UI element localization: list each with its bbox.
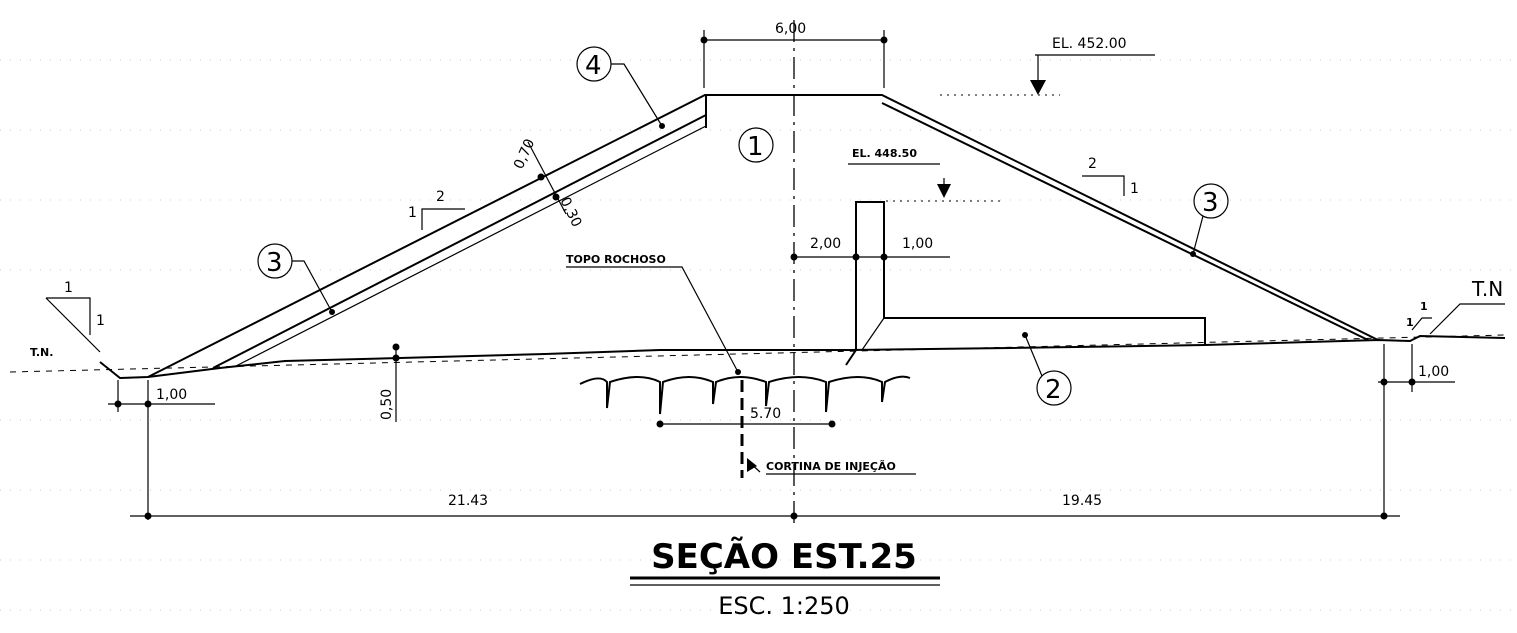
crest-dim-point-right <box>880 36 888 44</box>
left-cut-slope-symbol <box>46 297 91 335</box>
right-toe-point-1 <box>1380 378 1388 386</box>
right-toe-label: 1,00 <box>1418 364 1449 380</box>
base-dim-point-left <box>144 512 152 520</box>
drain-dim-point-axis <box>790 253 798 261</box>
ground-label-right: T.N <box>1471 277 1503 301</box>
drain-dim-point-left <box>852 253 860 261</box>
rock-top-leader-point <box>735 369 741 375</box>
chimney-drain-inner <box>861 317 885 351</box>
foundation-surface <box>99 334 1506 380</box>
rock-top-line <box>579 375 911 415</box>
curtain-depth-point-left <box>656 420 664 428</box>
left-toe-label: 1,00 <box>156 387 187 403</box>
crest-elevation-arrow <box>1030 80 1046 95</box>
downstream-slope-h: 2 <box>1088 156 1097 172</box>
drain-dim-left-label: 2,00 <box>810 236 841 252</box>
drawing-title: SEÇÃO EST.25 <box>651 536 917 577</box>
downstream-slope-symbol <box>1082 175 1125 196</box>
ground-label-left: T.N. <box>30 346 53 359</box>
upstream-slope-symbol <box>421 208 465 230</box>
svg-text:1: 1 <box>747 132 764 162</box>
svg-text:4: 4 <box>585 51 602 81</box>
crest-elevation-label: EL. 452.00 <box>1052 36 1127 52</box>
chimney-drain <box>845 201 1206 366</box>
drain-dim-point-right <box>880 253 888 261</box>
original-ground-line <box>9 334 1506 373</box>
right-cut-slope-symbol <box>1411 317 1432 331</box>
stripping-point-bottom <box>392 354 400 362</box>
grout-curtain-label: CORTINA DE INJEÇÃO <box>766 460 896 473</box>
zone-marker-1: 1 <box>738 127 774 163</box>
drawing-scale: ESC. 1:250 <box>718 592 850 620</box>
riprap-dim-line <box>527 141 567 215</box>
downstream-slope-v: 1 <box>1130 181 1139 197</box>
svg-text:2: 2 <box>1045 375 1062 405</box>
svg-text:3: 3 <box>1202 188 1219 218</box>
upstream-filter-line <box>212 114 707 369</box>
right-cut-slope-side: 1 <box>1406 316 1414 329</box>
base-dim-point-axis <box>790 512 798 520</box>
upstream-slope-v: 1 <box>408 205 417 221</box>
rock-top-leader <box>566 266 739 373</box>
grout-curtain-arrow-stem <box>748 461 761 473</box>
rock-top-label: TOPO ROCHOSO <box>566 253 666 266</box>
upstream-riprap-inner-line <box>233 125 707 368</box>
right-cut-slope-top: 1 <box>1420 300 1428 313</box>
right-ground-leader <box>1429 303 1505 335</box>
curtain-depth-point-right <box>828 420 836 428</box>
right-half-label: 19.45 <box>1062 493 1102 509</box>
svg-text:3: 3 <box>266 248 283 278</box>
zone-marker-2: 2 <box>1022 332 1072 406</box>
zone-marker-4: 4 <box>576 46 665 129</box>
base-dim-point-right <box>1380 512 1388 520</box>
left-cut-slope-top: 1 <box>64 280 73 296</box>
drain-elevation-arrow <box>937 184 951 198</box>
stripping-label: 0,50 <box>379 389 395 420</box>
stripping-point-top <box>392 343 400 351</box>
drain-dim-right-label: 1,00 <box>902 236 933 252</box>
left-toe-point-1 <box>114 400 122 408</box>
curtain-depth-label: 5.70 <box>750 406 781 422</box>
left-half-label: 21.43 <box>448 493 488 509</box>
zone-marker-3-downstream: 3 <box>1190 183 1229 257</box>
crest-width-label: 6,00 <box>775 21 806 37</box>
right-toe-point-2 <box>1408 378 1416 386</box>
crest-dim-point-left <box>700 36 708 44</box>
zone-marker-3-upstream: 3 <box>257 243 335 315</box>
left-toe-point-2 <box>144 400 152 408</box>
left-cut-slope-side: 1 <box>96 313 105 329</box>
drain-elevation-label: EL. 448.50 <box>852 147 917 160</box>
upstream-slope-h: 2 <box>436 189 445 205</box>
riprap-dim-point-outer <box>537 173 545 181</box>
riprap-dim-point-inner <box>552 193 560 201</box>
left-cut-slope-hyp <box>45 297 101 353</box>
downstream-protection-line <box>881 102 1369 341</box>
